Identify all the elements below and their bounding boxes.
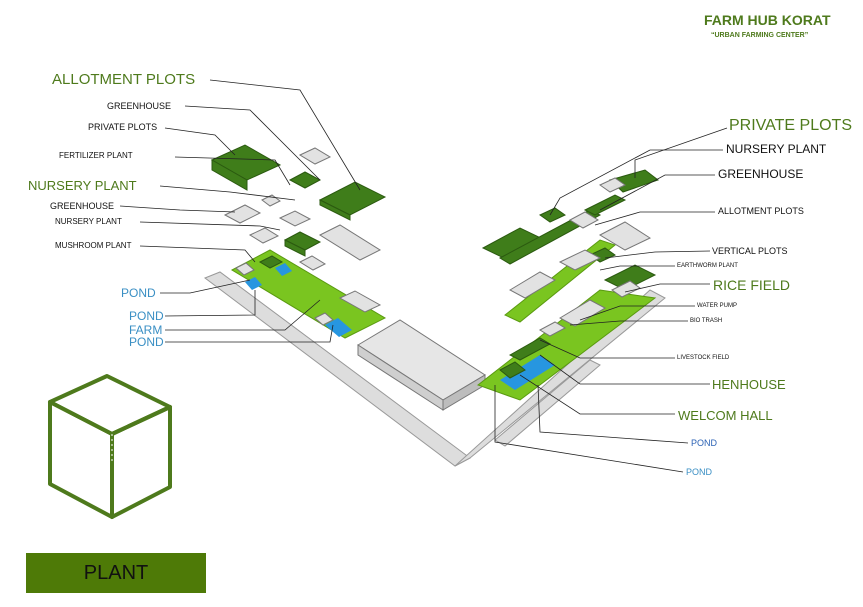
label-greenhouse-left-2: GREENHOUSE (50, 201, 115, 211)
label-allotment-plots-right: ALLOTMENT PLOTS (718, 206, 804, 216)
label-mushroom-plant: MUSHROOM PLANT (55, 241, 132, 250)
cube-icon (48, 374, 172, 519)
central-building (357, 319, 486, 411)
label-farm: FARM (129, 323, 163, 337)
right-gray-buildings (508, 177, 652, 337)
page-title: FARM HUB KORAT (704, 12, 831, 28)
left-field-area (230, 249, 387, 339)
road-network (203, 271, 666, 467)
label-allotment-plots-left: ALLOTMENT PLOTS (52, 71, 196, 88)
label-welcom-hall: WELCOM HALL (678, 408, 773, 423)
page-subtitle: “URBAN FARMING CENTER” (711, 32, 809, 39)
legend-plant-label: PLANT (83, 561, 149, 584)
pond-left-2 (275, 263, 292, 276)
leader-lines (119, 79, 728, 473)
label-private-plots-right: PRIVATE PLOTS (729, 117, 852, 134)
label-fertilizer-plant: FERTILIZER PLANT (59, 151, 133, 160)
label-rice-field: RICE FIELD (713, 277, 791, 293)
left-gray-buildings (223, 147, 382, 326)
label-vertical-plots: VERTICAL PLOTS (712, 246, 788, 256)
label-pond-left-3: POND (129, 335, 164, 349)
road-right-branch (494, 359, 601, 447)
label-nursery-plant-left-1: NURSERY PLANT (28, 178, 137, 193)
pond-left-3 (325, 318, 352, 337)
label-henhouse: HENHOUSE (712, 377, 786, 392)
label-nursery-plant-left-2: NURSERY PLANT (55, 217, 122, 226)
label-greenhouse-left-1: GREENHOUSE (107, 101, 172, 111)
label-pond-left-1: POND (121, 286, 156, 300)
label-earthworm-plant: EARTHWORM PLANT (677, 263, 738, 269)
pond-right-1 (500, 355, 555, 390)
label-pond-right-1: POND (691, 438, 718, 448)
left-green-buildings (210, 144, 387, 269)
label-water-pump: WATER PUMP (697, 303, 737, 309)
label-greenhouse-right: GREENHOUSE (718, 167, 804, 181)
label-private-plots-left: PRIVATE PLOTS (88, 122, 158, 132)
label-bio-trash: BIO TRASH (690, 318, 723, 324)
label-livestock-field: LIVESTOCK FIELD (677, 355, 730, 361)
label-nursery-plant-right: NURSERY PLANT (726, 142, 827, 156)
legend-plant: PLANT (26, 553, 206, 593)
label-pond-right-2: POND (686, 467, 713, 477)
label-pond-left-2: POND (129, 309, 164, 323)
